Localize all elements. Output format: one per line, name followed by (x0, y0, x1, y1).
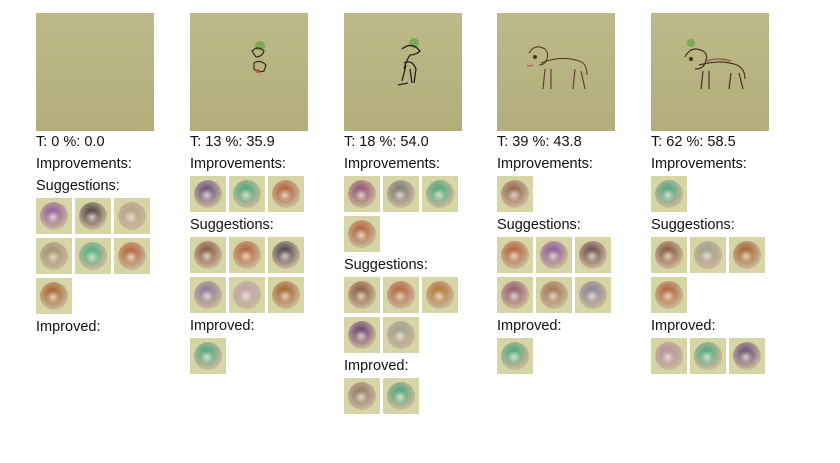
suggestion-thumbnail (651, 277, 687, 313)
improvements-label: Improvements: (344, 156, 440, 172)
improvement-thumbnail (383, 176, 419, 212)
improvements-label: Improvements: (36, 156, 132, 172)
improvements-thumbs (190, 176, 308, 212)
improved-thumbs (190, 338, 308, 374)
stat-line: T: 0 %: 0.0 (36, 134, 105, 150)
improvements-thumbs (497, 176, 615, 212)
improved-thumbnail (497, 338, 533, 374)
improved-label: Improved: (344, 358, 409, 374)
suggestion-thumbnail (575, 237, 611, 273)
suggestion-thumbnail (422, 277, 458, 313)
suggestion-thumbnail (114, 238, 150, 274)
suggestions-label: Suggestions: (497, 217, 581, 233)
suggestions-thumbs (344, 277, 462, 353)
suggestion-thumbnail (651, 237, 687, 273)
suggestion-thumbnail (383, 317, 419, 353)
suggestions-thumbs (497, 237, 615, 313)
improved-label: Improved: (190, 318, 255, 334)
improvement-thumbnail (497, 176, 533, 212)
improved-thumbnail (190, 338, 226, 374)
improved-label: Improved: (651, 318, 716, 334)
improvements-label: Improvements: (497, 156, 593, 172)
suggestions-label: Suggestions: (344, 257, 428, 273)
stat-line: T: 39 %: 43.8 (497, 134, 582, 150)
improved-thumbs (344, 378, 462, 414)
improved-thumbnail (344, 378, 380, 414)
suggestion-thumbnail (344, 277, 380, 313)
improved-thumbnail (690, 338, 726, 374)
improved-thumbnail (383, 378, 419, 414)
suggestions-label: Suggestions: (36, 178, 120, 194)
suggestion-thumbnail (268, 237, 304, 273)
suggestion-thumbnail (729, 237, 765, 273)
suggestion-thumbnail (36, 278, 72, 314)
suggestion-thumbnail (75, 198, 111, 234)
improvement-thumbnail (190, 176, 226, 212)
improved-thumbnail (729, 338, 765, 374)
suggestion-thumbnail (536, 237, 572, 273)
suggestion-thumbnail (114, 198, 150, 234)
suggestion-thumbnail (36, 198, 72, 234)
improvement-thumbnail (229, 176, 265, 212)
stat-line: T: 62 %: 58.5 (651, 134, 736, 150)
improvement-thumbnail (344, 216, 380, 252)
suggestions-label: Suggestions: (190, 217, 274, 233)
improved-thumbs (651, 338, 769, 374)
improvement-thumbnail (344, 176, 380, 212)
suggestion-thumbnail (536, 277, 572, 313)
suggestion-thumbnail (268, 277, 304, 313)
generated-image (497, 13, 615, 131)
improved-thumbs (497, 338, 615, 374)
suggestion-thumbnail (190, 237, 226, 273)
suggestion-thumbnail (229, 277, 265, 313)
improvements-label: Improvements: (651, 156, 747, 172)
suggestions-thumbs (190, 237, 308, 313)
improvement-thumbnail (422, 176, 458, 212)
improvements-thumbs (651, 176, 769, 212)
improvement-thumbnail (268, 176, 304, 212)
suggestion-thumbnail (75, 238, 111, 274)
suggestions-thumbs (36, 198, 154, 314)
suggestion-thumbnail (383, 277, 419, 313)
suggestion-thumbnail (690, 237, 726, 273)
generated-image (344, 13, 462, 131)
generated-image (651, 13, 769, 131)
improvements-label: Improvements: (190, 156, 286, 172)
suggestion-thumbnail (497, 277, 533, 313)
improved-thumbnail (651, 338, 687, 374)
generated-image (190, 13, 308, 131)
suggestion-thumbnail (344, 317, 380, 353)
suggestion-thumbnail (36, 238, 72, 274)
suggestions-label: Suggestions: (651, 217, 735, 233)
suggestions-thumbs (651, 237, 769, 313)
improvement-thumbnail (651, 176, 687, 212)
suggestion-thumbnail (497, 237, 533, 273)
stat-line: T: 13 %: 35.9 (190, 134, 275, 150)
generated-image (36, 13, 154, 131)
improved-label: Improved: (497, 318, 562, 334)
suggestion-thumbnail (575, 277, 611, 313)
improved-label: Improved: (36, 319, 101, 335)
suggestion-thumbnail (229, 237, 265, 273)
improvements-thumbs (344, 176, 462, 252)
stat-line: T: 18 %: 54.0 (344, 134, 429, 150)
suggestion-thumbnail (190, 277, 226, 313)
